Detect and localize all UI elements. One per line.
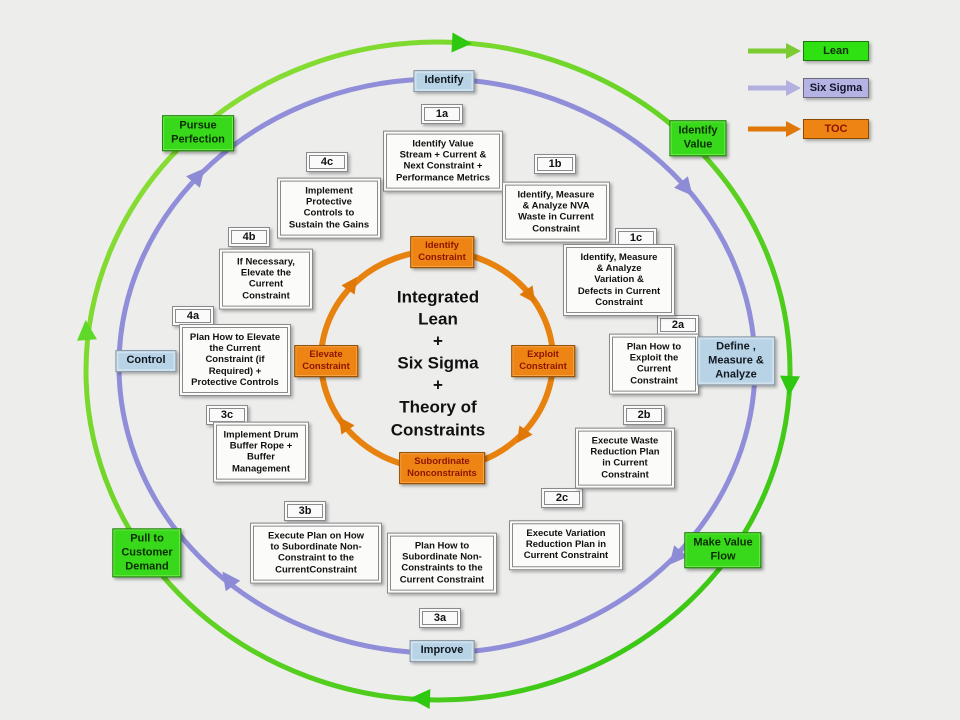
step-4c-number: 4c — [306, 152, 348, 172]
lean-phase-identify-value: Identify Value — [669, 120, 727, 156]
lean-arrowhead-bottom-icon — [410, 689, 431, 709]
lean-circle — [77, 32, 800, 709]
six-sigma-arrowhead-sw-icon — [222, 571, 241, 592]
six-sigma-arrowhead-se-icon — [669, 545, 688, 565]
toc-phase-identify-constraint: Identify Constraint — [410, 236, 474, 268]
legend-arrows — [748, 43, 801, 137]
step-1c-description: Identify, Measure & Analyze Variation & … — [563, 243, 675, 317]
lean-phase-pursue-perfection: Pursue Perfection — [162, 115, 234, 151]
lean-legend-arrow-icon — [786, 43, 801, 59]
step-4a-description: Plan How to Elevate the Current Constrai… — [179, 323, 291, 397]
six-sigma-phase-control: Control — [115, 350, 177, 372]
legend-item-six-sigma: Six Sigma — [803, 78, 869, 98]
lean-arrowhead-left-icon — [77, 320, 97, 341]
six-sigma-phase-improve: Improve — [409, 640, 475, 662]
step-4c-description: Implement Protective Controls to Sustain… — [277, 177, 381, 239]
lean-arrowhead-top-icon — [451, 32, 472, 53]
step-3a-description: Plan How to Subordinate Non- Constraints… — [387, 532, 497, 594]
step-3c-number: 3c — [206, 405, 248, 425]
step-1a-number: 1a — [421, 104, 463, 124]
step-4b-description: If Necessary, Elevate the Current Constr… — [219, 248, 313, 310]
step-2c-description: Execute Variation Reduction Plan in Curr… — [509, 520, 623, 570]
step-2a-number: 2a — [657, 315, 699, 335]
six-sigma-arrowhead-ne-icon — [674, 176, 693, 196]
step-2b-description: Execute Waste Reduction Plan in Current … — [575, 427, 675, 489]
lean-arrowhead-right-icon — [780, 375, 800, 396]
six-sigma-arrowhead-nw-icon — [186, 168, 205, 188]
toc-arrowhead-ne-icon — [519, 285, 536, 304]
toc-arrowhead-se-icon — [516, 425, 533, 444]
step-3b-description: Execute Plan on How to Subordinate Non- … — [250, 522, 382, 584]
six-sigma-legend-arrow-icon — [786, 80, 801, 96]
toc-arrowhead-sw-icon — [338, 416, 355, 435]
step-1b-number: 1b — [534, 154, 576, 174]
step-2b-number: 2b — [623, 405, 665, 425]
lean-phase-pull-to-customer-demand: Pull to Customer Demand — [112, 528, 182, 578]
step-1a-description: Identify Value Stream + Current & Next C… — [383, 130, 503, 192]
toc-phase-subordinate-nonconstraints: Subordinate Nonconstraints — [399, 452, 485, 484]
step-2c-number: 2c — [541, 488, 583, 508]
toc-phase-exploit-constraint: Exploit Constraint — [511, 345, 575, 377]
toc-arrowhead-nw-icon — [341, 276, 358, 295]
step-3c-description: Implement Drum Buffer Rope + Buffer Mana… — [213, 421, 309, 483]
toc-phase-elevate-constraint: Elevate Constraint — [294, 345, 358, 377]
step-1b-description: Identify, Measure & Analyze NVA Waste in… — [502, 181, 610, 243]
toc-legend-arrow-icon — [786, 121, 801, 137]
six-sigma-phase-identify: Identify — [413, 70, 475, 92]
legend-item-lean: Lean — [803, 41, 869, 61]
legend-item-toc: TOC — [803, 119, 869, 139]
step-2a-description: Plan How to Exploit the Current Constrai… — [609, 333, 699, 395]
center-title: Integrated Lean + Six Sigma + Theory of … — [390, 287, 486, 440]
lean-phase-make-value-flow: Make Value Flow — [684, 532, 762, 568]
six-sigma-phase-define-measure-analyze: Define , Measure & Analyze — [697, 336, 775, 386]
step-3b-number: 3b — [284, 501, 326, 521]
step-4b-number: 4b — [228, 227, 270, 247]
step-3a-number: 3a — [419, 608, 461, 628]
